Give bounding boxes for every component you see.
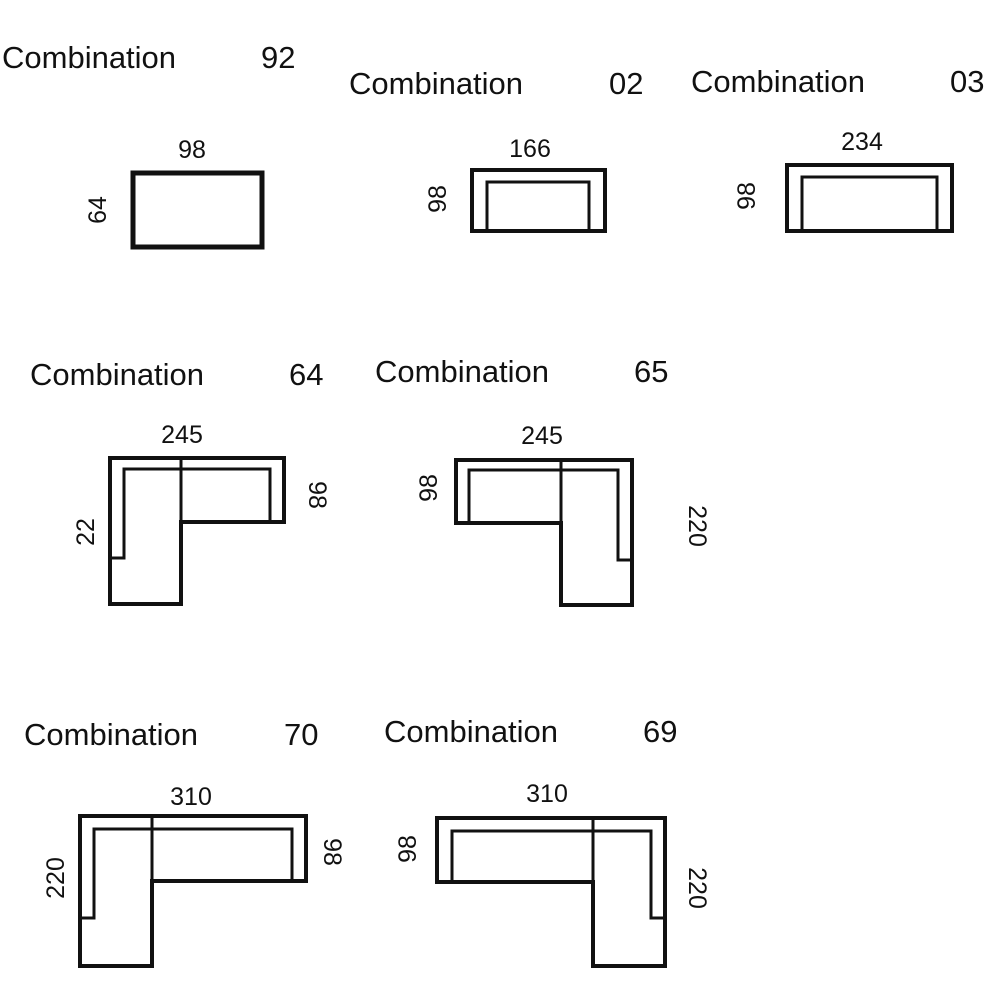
sofa-back-arms xyxy=(450,829,665,920)
sofa-outline xyxy=(785,163,954,233)
depth-label: 98 xyxy=(424,185,452,213)
depth-label: 98 xyxy=(733,182,761,210)
combination-70: Combination 70 310 98 220 xyxy=(24,717,346,968)
length-label: 220 xyxy=(683,867,711,909)
combination-title: Combination xyxy=(691,64,865,99)
corner-sofa-outline xyxy=(78,814,308,968)
sofa-back-arms xyxy=(80,827,294,920)
width-label: 166 xyxy=(509,135,551,163)
length-label: 220 xyxy=(683,505,711,547)
depth-label: 64 xyxy=(84,196,112,224)
length-label: 22 xyxy=(72,518,100,546)
sofa-back-arms xyxy=(110,467,272,560)
combination-02: Combination 02 166 98 xyxy=(349,66,643,233)
combination-number: 70 xyxy=(284,717,318,752)
sofa-outline xyxy=(470,168,607,233)
combination-title: Combination xyxy=(24,717,198,752)
depth-label: 98 xyxy=(303,481,331,509)
combination-title: Combination xyxy=(30,357,204,392)
combination-number: 64 xyxy=(289,357,323,392)
combination-03: Combination 03 234 98 xyxy=(691,64,984,233)
width-label: 310 xyxy=(526,780,568,808)
width-label: 98 xyxy=(178,136,206,164)
combination-title: Combination xyxy=(349,66,523,101)
combination-number: 65 xyxy=(634,354,668,389)
sofa-back-arms xyxy=(800,175,939,231)
sofa-back-arms xyxy=(485,180,591,231)
corner-sofa-outline xyxy=(108,456,286,606)
combination-number: 03 xyxy=(950,64,984,99)
width-label: 234 xyxy=(841,128,883,156)
combination-65: Combination 65 245 98 220 xyxy=(375,354,711,607)
combination-69: Combination 69 310 98 220 xyxy=(384,714,711,968)
corner-sofa-outline xyxy=(454,458,634,607)
length-label: 220 xyxy=(42,857,70,899)
width-label: 245 xyxy=(161,421,203,449)
combination-number: 92 xyxy=(261,40,295,75)
combination-title: Combination xyxy=(2,40,176,75)
width-label: 245 xyxy=(521,422,563,450)
sofa-back-arms xyxy=(467,468,632,562)
depth-label: 98 xyxy=(318,838,346,866)
combination-92: Combination 92 98 64 xyxy=(2,40,295,250)
depth-label: 98 xyxy=(415,474,443,502)
combination-number: 02 xyxy=(609,66,643,101)
pouf-shape xyxy=(130,170,265,250)
combination-number: 69 xyxy=(643,714,677,749)
combination-64: Combination 64 245 98 22 xyxy=(30,357,331,606)
depth-label: 98 xyxy=(394,835,422,863)
corner-sofa-outline xyxy=(435,816,667,968)
width-label: 310 xyxy=(170,783,212,811)
combination-title: Combination xyxy=(375,354,549,389)
combination-title: Combination xyxy=(384,714,558,749)
